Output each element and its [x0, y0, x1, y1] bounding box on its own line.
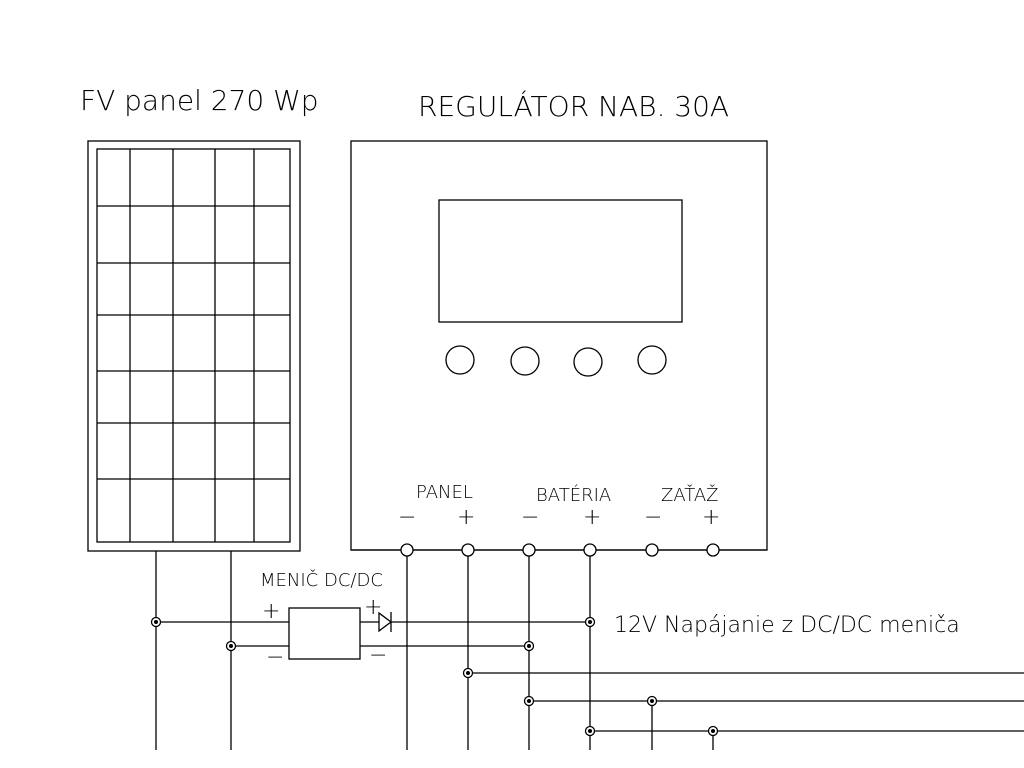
load-plus-sign: +: [702, 505, 720, 530]
terminal-panel-minus: [400, 543, 414, 557]
junction-dot: [584, 725, 596, 737]
supply-note: 12V Napájanie z DC/DC meniča: [614, 613, 960, 638]
junction-dot: [584, 616, 596, 628]
panel-minus-sign: −: [398, 505, 416, 530]
terminal-label-battery: BATÉRIA: [536, 484, 611, 506]
battery-plus-sign: +: [583, 505, 601, 530]
regulator-button-1: [445, 345, 475, 375]
junction-dot: [707, 725, 719, 737]
battery-minus-sign: −: [521, 505, 539, 530]
regulator-display: [438, 199, 683, 323]
terminal-label-load: ZAŤAŽ: [661, 484, 719, 506]
pv-panel: [87, 140, 301, 552]
terminal-battery-plus: [583, 543, 597, 557]
regulator-button-3: [573, 347, 603, 377]
regulator-button-4: [637, 345, 667, 375]
regulator-title: REGULÁTOR NAB. 30A: [418, 89, 729, 123]
dc-dc-converter: [288, 607, 361, 660]
converter-in-minus: −: [266, 645, 284, 670]
terminal-battery-minus: [522, 543, 536, 557]
converter-out-minus: −: [369, 643, 387, 668]
terminal-load-plus: [706, 543, 720, 557]
junction-dot: [523, 695, 535, 707]
converter-title: MENIČ DC/DC: [260, 569, 383, 591]
terminal-label-panel: PANEL: [416, 482, 473, 503]
regulator-button-2: [510, 346, 540, 376]
pv-panel-title: FV panel 270 Wp: [80, 84, 319, 117]
terminal-load-minus: [645, 543, 659, 557]
junction-dot: [225, 640, 237, 652]
converter-out-plus: +: [364, 595, 382, 620]
converter-in-plus: +: [262, 599, 280, 624]
load-minus-sign: −: [644, 505, 662, 530]
terminal-panel-plus: [461, 543, 475, 557]
junction-dot: [646, 695, 658, 707]
panel-plus-sign: +: [457, 505, 475, 530]
junction-dot: [523, 640, 535, 652]
diode-icon: [378, 611, 393, 633]
junction-dot: [462, 667, 474, 679]
junctions: [150, 616, 719, 737]
junction-dot: [150, 616, 162, 628]
